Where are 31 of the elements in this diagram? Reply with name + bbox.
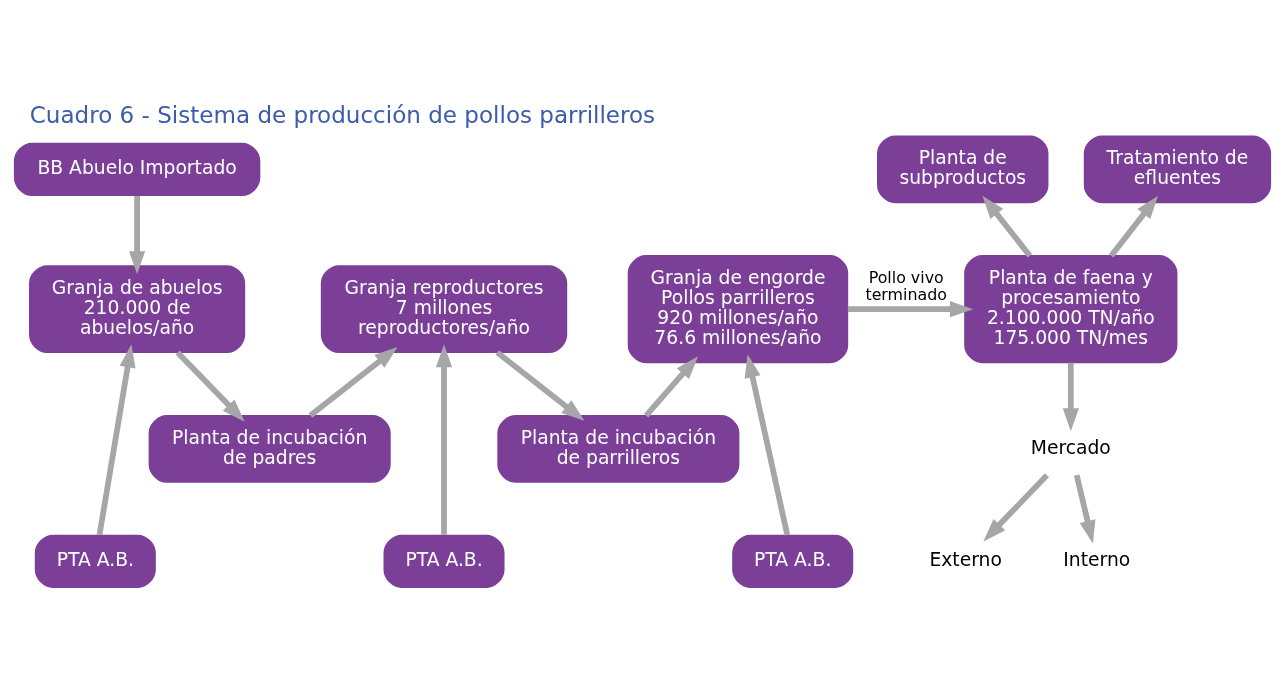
arrow [175, 349, 245, 422]
arrow [435, 343, 453, 535]
node-box: Planta de faena y procesamiento 2.100.000 TN/año 175.000 TN/mes [964, 254, 1178, 363]
node-text: Interno [1063, 548, 1131, 570]
node-box: Granja de abuelos 210.000 de abuelos/año [29, 264, 246, 353]
node-box: PTA A.B. [383, 534, 505, 588]
arrow [1073, 474, 1096, 544]
node-box: Planta de subproductos [877, 135, 1049, 203]
arrow [983, 472, 1050, 541]
arrow [1062, 362, 1079, 431]
node-box: PTA A.B. [732, 534, 854, 588]
arrow [96, 343, 136, 535]
arrow [643, 355, 699, 418]
node-box: BB Abuelo Importado [13, 142, 261, 196]
arrow [1109, 195, 1159, 258]
node-box: Granja reproductores 7 millones reproductores/año [320, 264, 568, 353]
arrow [129, 195, 146, 274]
arrow [982, 195, 1033, 258]
node-text: Mercado [1030, 436, 1111, 458]
node-text: Externo [929, 548, 1002, 570]
node-box: Planta de incubación de padres [148, 414, 391, 483]
arrow [847, 300, 974, 317]
node-box: PTA A.B. [34, 534, 156, 588]
edge-label: Pollo vivo terminado [865, 267, 947, 304]
arrow [495, 349, 585, 421]
node-box: Planta de incubación de parrilleros [497, 414, 740, 483]
arrow [744, 353, 791, 536]
node-box: Granja de engorde Pollos parrilleros 920 millones/año 76.6 millones/año [627, 254, 849, 363]
arrow [308, 346, 398, 418]
node-box: Tratamiento de efluentes [1083, 135, 1272, 203]
diagram-title: Cuadro 6 - Sistema de producción de pollos parrilleros [29, 101, 656, 128]
